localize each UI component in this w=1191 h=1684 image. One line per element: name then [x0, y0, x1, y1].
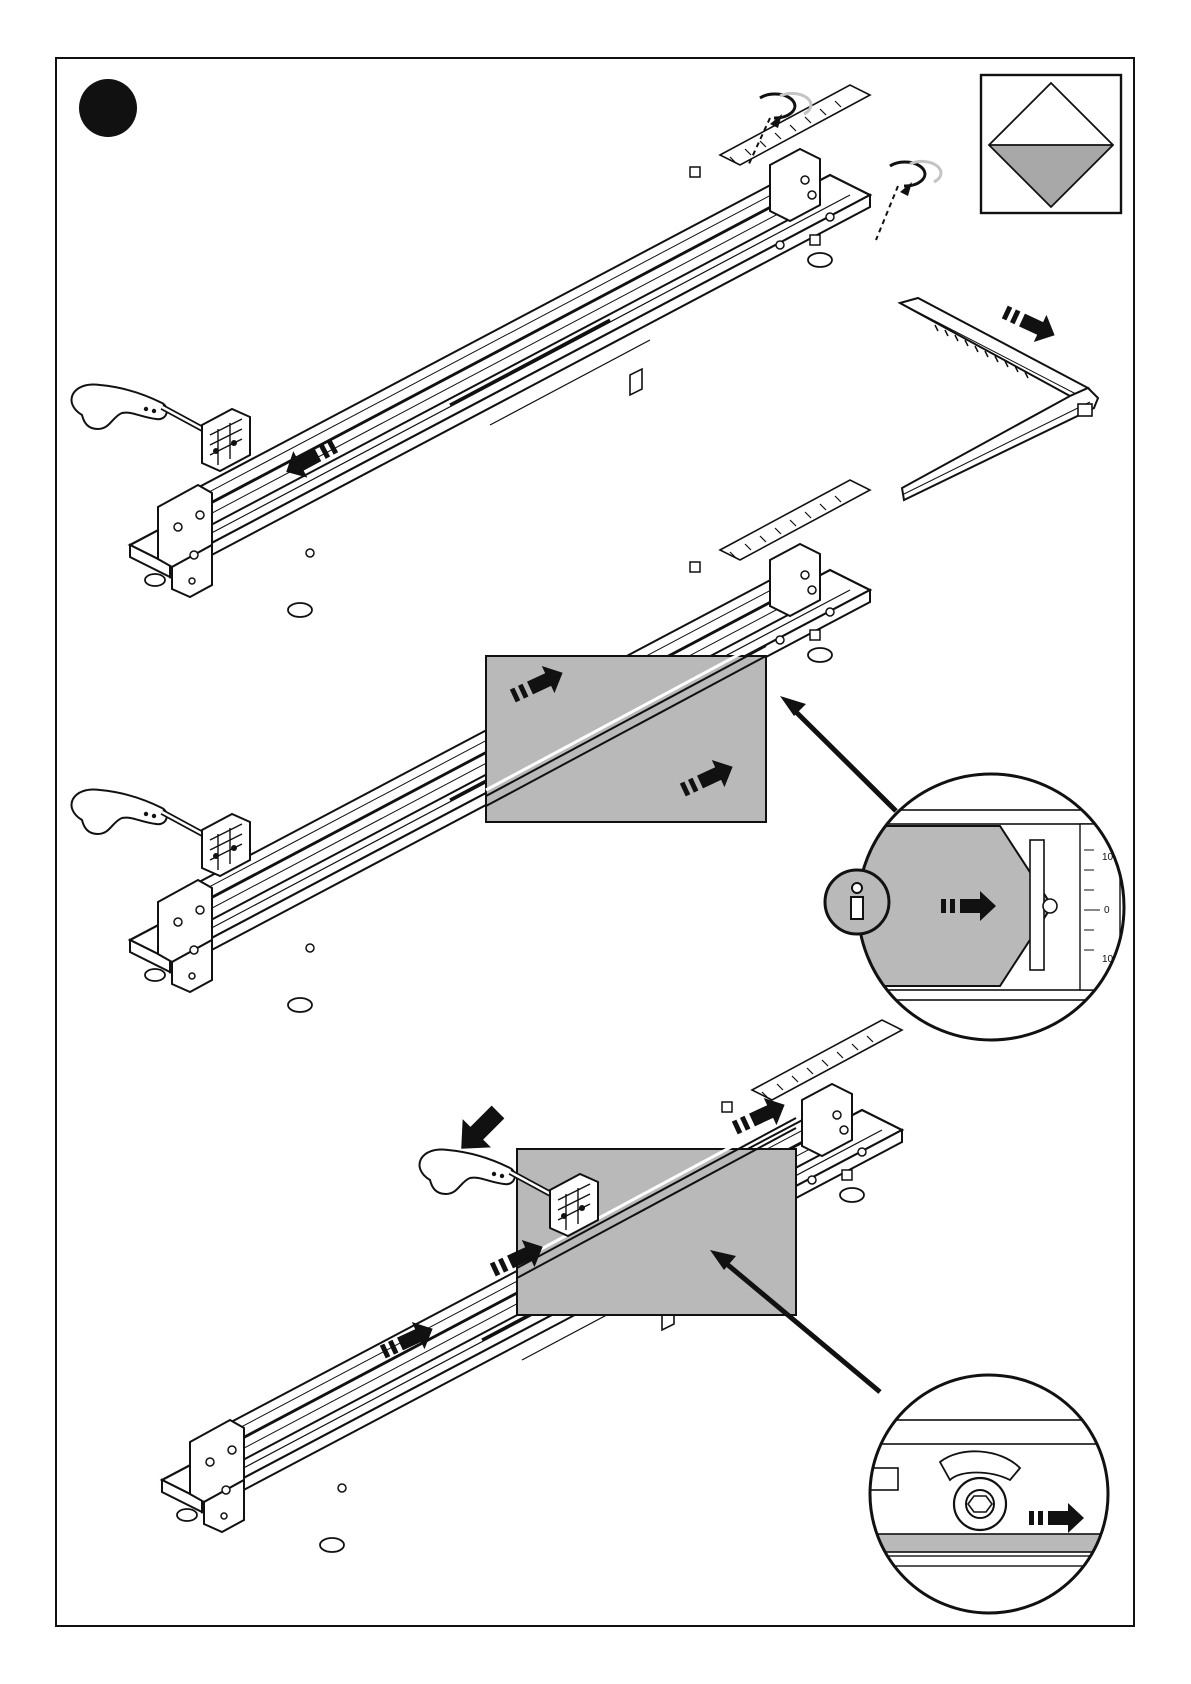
diamond-half-grey-icon: [981, 75, 1121, 213]
info-icon: [825, 870, 889, 934]
panel-adjust-guide: [72, 85, 1098, 617]
leader-arrow: [722, 1260, 880, 1392]
detail-view-wheel: [860, 1375, 1120, 1613]
detail-view-fence: 10 0 10: [850, 774, 1150, 1040]
panel-place-tile: 10 0 10: [72, 480, 1150, 1040]
step-marker-circle: [79, 79, 137, 137]
rotate-knob-icon: [876, 161, 941, 240]
scale-mark: 0: [1104, 905, 1110, 916]
scoring-handle-2: [72, 790, 250, 876]
scoring-handle-1: [72, 385, 250, 471]
leader-arrow: [790, 706, 896, 811]
angle-fence: [900, 298, 1098, 500]
tile: [486, 656, 766, 822]
slide-arrow-icon: [998, 298, 1061, 348]
panel-score-tile: [162, 1020, 1120, 1613]
